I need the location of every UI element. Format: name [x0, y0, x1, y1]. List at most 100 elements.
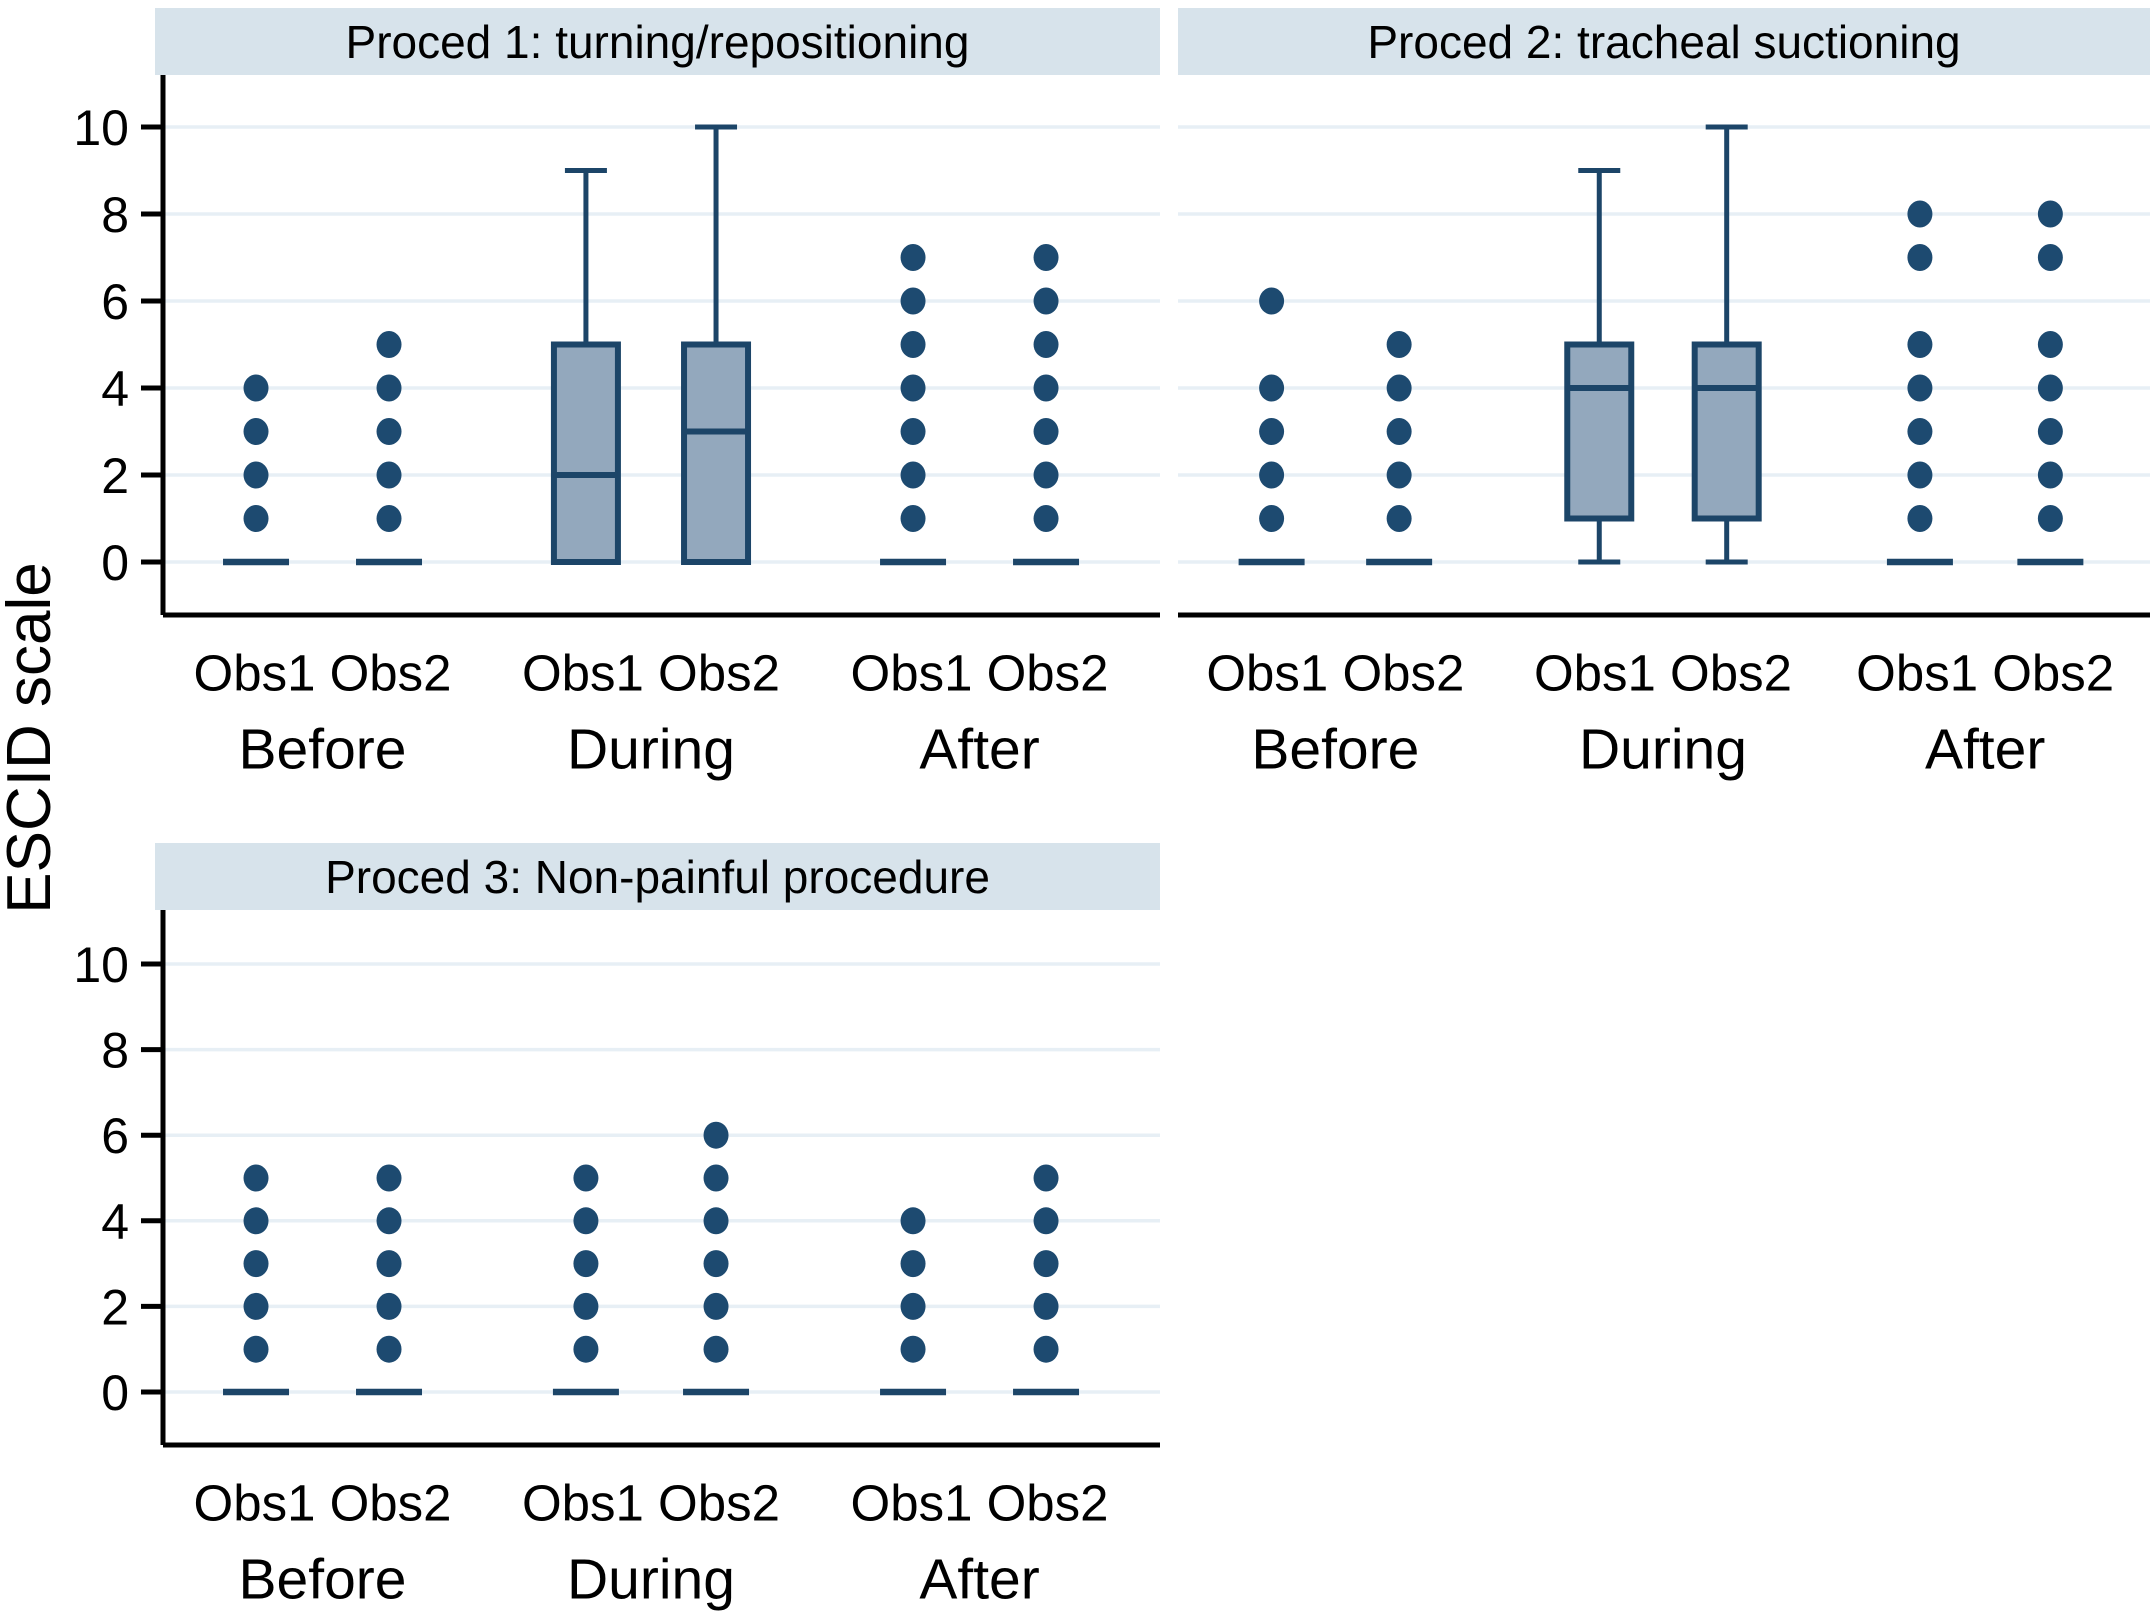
panel2-after-obs2-outlier-dot — [2037, 200, 2063, 228]
panel1-after-obs1-outlier-dot — [900, 461, 926, 489]
panel1-after-obs2-outlier-dot — [1033, 331, 1059, 358]
panel2-after-obs1-outlier-dot — [1907, 418, 1933, 445]
panel3-before-obs2-outlier-dot — [376, 1164, 402, 1192]
obs-pair-label: Obs1 Obs2 — [522, 1474, 780, 1531]
y-tick-label: 8 — [101, 187, 129, 243]
time-group-label: After — [919, 718, 1039, 782]
panel2-during-obs2-box — [1691, 341, 1762, 522]
panel3-during-obs1-outlier-dot — [573, 1207, 599, 1235]
obs-pair-label: Obs1 Obs2 — [1206, 644, 1464, 701]
panel2-after-obs2-outlier-dot — [2037, 331, 2063, 358]
panel2-after-obs1-outlier-dot — [1907, 331, 1933, 358]
panel3-during-obs2-outlier-dot — [703, 1292, 729, 1320]
time-group-label: During — [567, 718, 735, 782]
panel1-during-obs2-box — [681, 341, 752, 565]
panel1-after-obs2-outlier-dot — [1033, 418, 1059, 445]
panel3-before-obs2-outlier-dot — [376, 1250, 402, 1278]
panel3-before-obs1-outlier-dot — [243, 1164, 269, 1192]
panel1-during-obs1-box — [550, 341, 621, 565]
y-tick-label: 6 — [101, 274, 129, 330]
panel3-before-obs1-outlier-dot — [243, 1292, 269, 1320]
y-tick-label: 4 — [101, 361, 129, 417]
panel1-after-obs1-outlier-dot — [900, 374, 926, 402]
panel3-after-obs2-outlier-dot — [1033, 1207, 1059, 1235]
panel3-during-obs1-outlier-dot — [573, 1164, 599, 1192]
panel3-before-obs2-outlier-dot — [376, 1335, 402, 1363]
y-tick-label: 4 — [101, 1194, 129, 1250]
panel3-before-obs1-outlier-dot — [243, 1250, 269, 1278]
y-tick-label: 0 — [101, 535, 129, 591]
panel2-before-obs2-outlier-dot — [1386, 505, 1412, 532]
panel3-after-obs2-outlier-dot — [1033, 1335, 1059, 1363]
panel2-after-obs2-outlier-dot — [2037, 244, 2063, 271]
panel3-after-obs1-outlier-dot — [900, 1292, 926, 1320]
panel1-after-obs2-outlier-dot — [1033, 505, 1059, 532]
panel2-after-obs1-outlier-dot — [1907, 244, 1933, 271]
panel3-during-obs2-outlier-dot — [703, 1164, 729, 1192]
obs-pair-label: Obs1 Obs2 — [851, 1474, 1109, 1531]
panel1-after-obs1-outlier-dot — [900, 505, 926, 532]
panel3-title: Proced 3: Non-painful procedure — [325, 850, 990, 903]
panel3-after-obs2-outlier-dot — [1033, 1164, 1059, 1192]
panel1-after-obs2-outlier-dot — [1033, 461, 1059, 489]
panel2-after-obs1-outlier-dot — [1907, 374, 1933, 402]
time-group-label: After — [1925, 718, 2045, 782]
time-group-label: Before — [1251, 718, 1419, 782]
y-tick-label: 8 — [101, 1023, 129, 1079]
panel3-during-obs1-outlier-dot — [573, 1250, 599, 1278]
panel2-title-strip: Proced 2: tracheal suctioning — [1178, 8, 2150, 75]
panel3-during-obs2-outlier-dot — [703, 1207, 729, 1235]
y-tick-label: 2 — [101, 448, 129, 504]
panel3-during-obs1-outlier-dot — [573, 1292, 599, 1320]
obs-pair-label: Obs1 Obs2 — [522, 644, 780, 701]
panel3-during-obs2-outlier-dot — [703, 1121, 729, 1149]
time-group-label: After — [919, 1548, 1039, 1612]
panel1-after-obs2-outlier-dot — [1033, 244, 1059, 271]
panel2-before-obs1-outlier-dot — [1259, 418, 1285, 445]
obs-pair-label: Obs1 Obs2 — [194, 1474, 452, 1531]
panel1-after-obs1-outlier-dot — [900, 244, 926, 271]
time-group-label: During — [567, 1548, 735, 1612]
y-tick-label: 10 — [73, 937, 129, 993]
panel1-after-obs1-outlier-dot — [900, 418, 926, 445]
obs-pair-label: Obs1 Obs2 — [851, 644, 1109, 701]
panel2-before-obs1-outlier-dot — [1259, 287, 1285, 315]
obs-pair-label: Obs1 Obs2 — [1534, 644, 1792, 701]
panel1-before-obs2-outlier-dot — [376, 461, 402, 489]
panel3-after-obs1-outlier-dot — [900, 1207, 926, 1235]
panel3-after-obs2-outlier-dot — [1033, 1292, 1059, 1320]
y-tick-label: 10 — [73, 100, 129, 156]
panel1-before-obs2-outlier-dot — [376, 418, 402, 445]
panel2-after-obs1-outlier-dot — [1907, 461, 1933, 489]
panel2-during-obs1-box — [1564, 341, 1635, 522]
panel3-before-obs1-outlier-dot — [243, 1207, 269, 1235]
panel1-after-obs2-outlier-dot — [1033, 374, 1059, 402]
time-group-label: During — [1579, 718, 1747, 782]
panel3-after-obs1-outlier-dot — [900, 1335, 926, 1363]
panel3-during-obs2-outlier-dot — [703, 1335, 729, 1363]
time-group-label: Before — [239, 718, 407, 782]
panel1-before-obs2-outlier-dot — [376, 331, 402, 358]
panel2-title: Proced 2: tracheal suctioning — [1367, 15, 1961, 68]
panel2-before-obs1-outlier-dot — [1259, 505, 1285, 532]
panel1-before-obs1-outlier-dot — [243, 461, 269, 489]
panel1-title-strip: Proced 1: turning/repositioning — [155, 8, 1160, 75]
panel2-before-obs2-outlier-dot — [1386, 418, 1412, 445]
panel1-after-obs2-outlier-dot — [1033, 287, 1059, 315]
panel3-after-obs2-outlier-dot — [1033, 1250, 1059, 1278]
panel2-after-obs1-outlier-dot — [1907, 505, 1933, 532]
panel3-before-obs1-outlier-dot — [243, 1335, 269, 1363]
time-group-label: Before — [239, 1548, 407, 1612]
panel1-before-obs2-outlier-dot — [376, 505, 402, 532]
panel1-before-obs2-outlier-dot — [376, 374, 402, 402]
panel3-during-obs1-outlier-dot — [573, 1335, 599, 1363]
panel1-title: Proced 1: turning/repositioning — [345, 15, 970, 68]
panel3-before-obs2-outlier-dot — [376, 1292, 402, 1320]
panel1-after-obs1-outlier-dot — [900, 331, 926, 358]
panel1-after-obs1-outlier-dot — [900, 287, 926, 315]
obs-pair-label: Obs1 Obs2 — [1856, 644, 2114, 701]
panel3-after-obs1-outlier-dot — [900, 1250, 926, 1278]
panel2-before-obs2-outlier-dot — [1386, 331, 1412, 358]
